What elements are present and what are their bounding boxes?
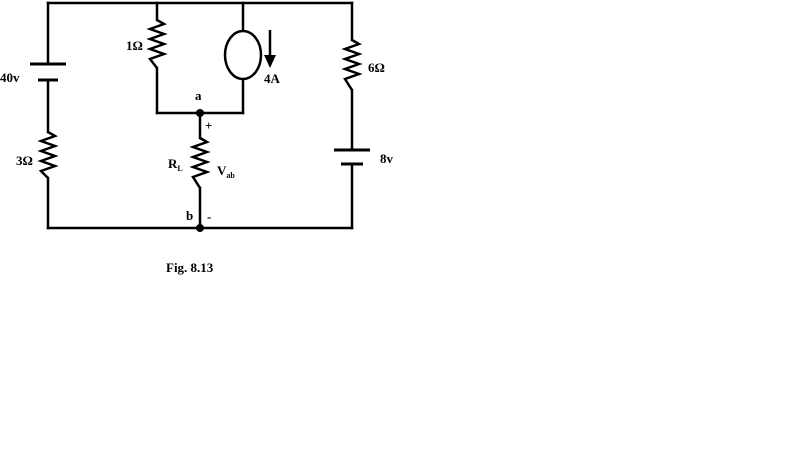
voltage-label: Vab	[217, 163, 235, 180]
figure-caption: Fig. 8.13	[166, 260, 214, 275]
load-resistor-zigzag	[189, 136, 211, 189]
battery-left-label: 40v	[0, 70, 20, 85]
resistor-right-label: 6Ω	[368, 60, 385, 75]
node-b-label: b	[186, 208, 193, 223]
resistor-left-label: 3Ω	[16, 153, 33, 168]
node-a-dot	[196, 109, 204, 117]
node-b-polarity: -	[207, 209, 211, 224]
resistor-right: 6Ω	[341, 38, 385, 91]
arrow-down-icon	[264, 55, 276, 68]
resistor-right-zigzag	[341, 38, 363, 91]
node-b-dot	[196, 224, 204, 232]
node-b: b -	[186, 208, 211, 232]
resistor-top-label: 1Ω	[126, 38, 143, 53]
current-source-circle	[223, 29, 263, 81]
node-a-polarity: +	[205, 118, 212, 133]
node-a-label: a	[195, 88, 202, 103]
battery-right-label: 8v	[380, 151, 394, 166]
load-resistor-label: RL	[168, 156, 183, 173]
resistor-left-zigzag	[37, 130, 59, 179]
node-a: a +	[195, 88, 212, 133]
resistor-top: 1Ω	[126, 18, 168, 69]
resistor-top-zigzag	[146, 18, 168, 69]
battery-right: 8v	[334, 148, 394, 166]
current-source-label: 4A	[264, 71, 281, 86]
load-resistor: RL	[168, 136, 211, 189]
battery-left: 40v	[0, 62, 66, 85]
current-source: 4A	[223, 29, 281, 86]
resistor-left: 3Ω	[16, 130, 59, 179]
